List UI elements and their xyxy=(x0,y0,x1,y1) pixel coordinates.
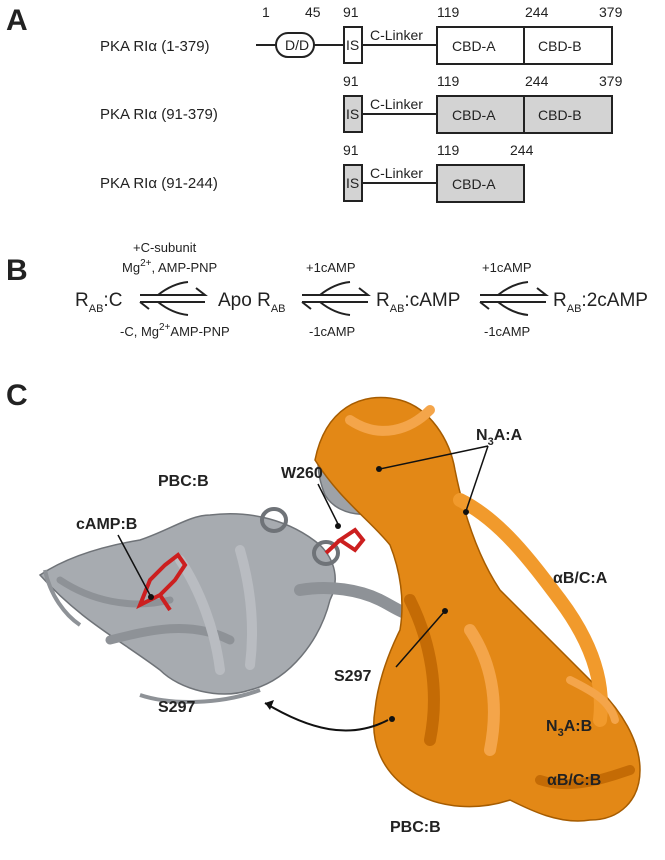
w260-sidechain xyxy=(324,527,366,555)
c-linker-label: C-Linker xyxy=(370,27,423,43)
is-label: IS xyxy=(346,106,359,122)
label-s297-grey: S297 xyxy=(158,699,195,716)
equilibrium-scheme: RAB:C Apo RAB RAB:cAMP RAB:2cAMP +C-subu… xyxy=(75,240,648,339)
cbd-a-label: CBD-A xyxy=(452,176,496,192)
c-linker-label: C-Linker xyxy=(370,96,423,112)
cbd-b-domain xyxy=(523,26,613,65)
cbd-b-domain xyxy=(523,95,613,134)
label-n3a-a: N3A:A xyxy=(476,427,523,448)
label-pbc-b: PBC:B xyxy=(158,473,209,490)
structure-annotations: PBC:B W260 cAMP:B S297 N3A:A αB/C:A S297… xyxy=(76,427,608,836)
residue-number: 91 xyxy=(343,4,359,20)
equilibrium-arrow-2 xyxy=(301,281,371,316)
construct-name: PKA RIα (91-244) xyxy=(100,175,218,192)
top-label-c-subunit: +C-subunit xyxy=(133,240,197,255)
orange-protomer-structure xyxy=(314,396,641,822)
cbd-a-domain xyxy=(436,164,525,203)
panel-b-letter: B xyxy=(6,254,28,287)
residue-number: 244 xyxy=(525,73,549,89)
bottom-label-c-mg-amppnp: -C, Mg2+AMP-PNP xyxy=(120,322,230,339)
is-label: IS xyxy=(346,175,359,191)
panel-a-letter: A xyxy=(6,4,28,37)
is-label: IS xyxy=(346,37,359,53)
label-s297-orange: S297 xyxy=(334,668,371,685)
residue-number: 244 xyxy=(510,142,534,158)
residue-number: 91 xyxy=(343,142,359,158)
dd-label: D/D xyxy=(285,37,309,53)
arrowhead xyxy=(265,700,274,710)
residue-number: 379 xyxy=(599,73,623,89)
label-n3a-b: N3A:B xyxy=(546,718,592,739)
construct-1: PKA RIα (1-379) 1 45 91 119 244 379 D/D … xyxy=(100,4,623,65)
residue-number: 244 xyxy=(525,4,549,20)
bottom-label-minus-camp: -1cAMP xyxy=(309,324,355,339)
c-linker-label: C-Linker xyxy=(370,165,423,181)
residue-number: 119 xyxy=(437,73,460,89)
leader-line xyxy=(379,445,489,470)
residue-number: 119 xyxy=(437,4,460,20)
camp-ligand xyxy=(136,552,188,612)
top-label-plus-camp: +1cAMP xyxy=(306,260,356,275)
species-rab-2camp: RAB:2cAMP xyxy=(553,290,648,315)
leader-dot xyxy=(389,716,395,722)
panel-c-letter: C xyxy=(6,379,28,412)
construct-2: PKA RIα (91-379) 91 119 244 379 IS C-Lin… xyxy=(100,73,623,134)
construct-name: PKA RIα (91-379) xyxy=(100,106,218,123)
leader-dot xyxy=(442,608,448,614)
movement-arrow xyxy=(264,702,389,732)
species-apo-rab: Apo RAB xyxy=(218,290,286,315)
leader-dot xyxy=(463,509,469,515)
construct-3: PKA RIα (91-244) 91 119 244 IS C-Linker … xyxy=(100,142,534,203)
label-camp-b: cAMP:B xyxy=(76,516,137,533)
leader-dot xyxy=(335,523,341,529)
residue-number: 379 xyxy=(599,4,623,20)
equilibrium-arrow-1 xyxy=(139,281,208,316)
species-rab-camp: RAB:cAMP xyxy=(376,290,460,315)
residue-number: 45 xyxy=(305,4,321,20)
leader-line xyxy=(317,483,339,525)
leader-line xyxy=(117,534,151,596)
cbd-a-domain xyxy=(436,95,525,134)
cbd-b-label: CBD-B xyxy=(538,38,582,54)
label-w260: W260 xyxy=(281,465,323,482)
top-label-mg-amppnp: Mg2+, AMP-PNP xyxy=(122,258,217,275)
leader-dot xyxy=(148,594,154,600)
cbd-a-label: CBD-A xyxy=(452,107,496,123)
leader-line xyxy=(465,445,489,512)
bottom-label-minus-camp-2: -1cAMP xyxy=(484,324,530,339)
top-label-plus-camp-2: +1cAMP xyxy=(482,260,532,275)
label-pbc-b-orange: PBC:B xyxy=(390,819,441,836)
residue-number: 119 xyxy=(437,142,460,158)
leader-line xyxy=(395,611,445,668)
species-rab-c: RAB:C xyxy=(75,290,122,315)
cbd-a-label: CBD-A xyxy=(452,38,496,54)
label-abc-b: αB/C:B xyxy=(547,772,601,789)
leader-dot xyxy=(376,466,382,472)
cbd-b-label: CBD-B xyxy=(538,107,582,123)
residue-number: 1 xyxy=(262,4,270,20)
equilibrium-arrow-3 xyxy=(479,281,549,316)
label-abc-a: αB/C:A xyxy=(553,570,608,587)
construct-name: PKA RIα (1-379) xyxy=(100,38,210,55)
residue-number: 91 xyxy=(343,73,359,89)
